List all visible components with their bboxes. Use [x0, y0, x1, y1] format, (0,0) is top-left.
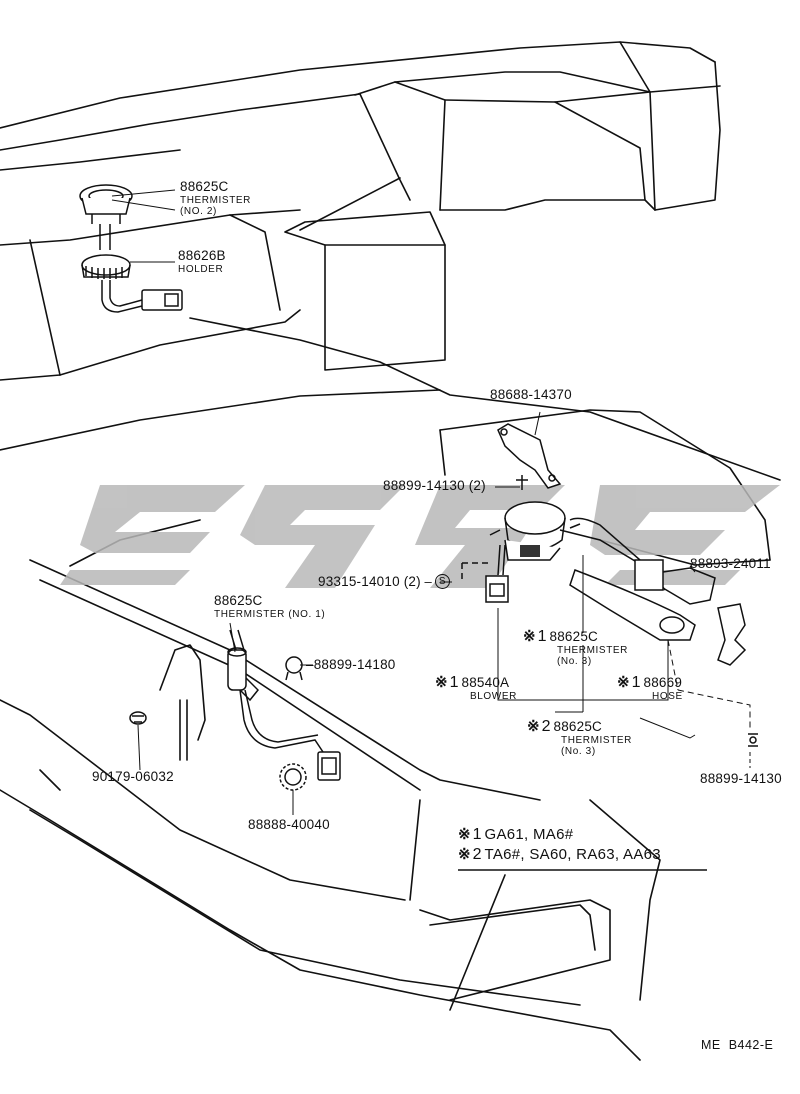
callout-ring: 88888-40040	[248, 817, 330, 832]
part-number: 88625C	[553, 719, 602, 734]
dashboard-outline	[0, 41, 781, 1061]
blower-assembly	[461, 423, 747, 666]
callout-bracket: 88688-14370	[490, 387, 572, 402]
marker-number: 2	[472, 846, 482, 863]
marker-number: 2	[541, 718, 551, 735]
marker-symbol: ※	[458, 826, 471, 843]
diagram-reference: ME B442-E	[701, 1038, 774, 1052]
callout-clamp: –88899-14180	[306, 658, 396, 672]
note-text: GA61, MA6#	[484, 826, 574, 843]
thermister-no2-assembly	[79, 184, 183, 313]
part-number: 88625C	[549, 629, 598, 644]
marker-number: 1	[537, 628, 547, 645]
marker-number: 1	[631, 674, 641, 691]
dash: –	[306, 657, 314, 672]
marker-symbol: ※	[435, 674, 448, 691]
callout-grommet: 90179-06032	[92, 769, 174, 784]
part-qualifier: (No. 3)	[557, 656, 592, 667]
leader-lines	[137, 411, 751, 815]
screw-symbol: –	[420, 574, 432, 589]
symbol-circle: S	[434, 574, 450, 590]
marker-symbol: ※	[617, 674, 630, 691]
part-description: HOLDER	[178, 263, 224, 275]
marker-symbol: ※	[523, 628, 536, 645]
part-qualifier: (No. 3)	[561, 746, 596, 757]
part-description: THERMISTER	[561, 735, 632, 746]
part-number: 88669	[643, 675, 683, 690]
callout-thermister-no2: 88625C THERMISTER (NO. 2)	[180, 180, 251, 217]
part-number: 88540A	[461, 675, 510, 690]
part-description: THERMISTER	[180, 194, 251, 206]
part-number: 88626B	[178, 248, 226, 263]
marker-number: 1	[449, 674, 459, 691]
part-description: BLOWER	[470, 691, 517, 702]
note-text: TA6#, SA60, RA63, AA63	[484, 846, 661, 863]
callout-screw: 93315-14010 (2) –S	[318, 574, 450, 590]
watermark-logo	[60, 485, 780, 588]
thermister-no1-assembly	[129, 629, 758, 791]
part-number: 88625C	[180, 179, 229, 194]
part-number: 88625C	[214, 593, 263, 608]
callout-holder: 88626B HOLDER	[178, 249, 226, 275]
marker-symbol: ※	[458, 846, 471, 863]
marker-symbol: ※	[527, 718, 540, 735]
callout-thermister-no1: 88625C THERMISTER (NO. 1)	[214, 594, 325, 620]
part-description: HOSE	[652, 691, 683, 702]
part-number: 93315-14010 (2)	[318, 574, 421, 589]
callout-bolt-top: 88899-14130 (2)	[383, 478, 486, 493]
part-qualifier: (NO. 2)	[180, 205, 217, 217]
part-description: THERMISTER	[557, 645, 628, 656]
callout-bracket-right: 88893-24011	[690, 556, 771, 571]
part-number: 88899-14180	[313, 657, 396, 672]
part-description: THERMISTER (NO. 1)	[214, 608, 326, 620]
callout-bolt-right: 88899-14130	[700, 771, 782, 786]
marker-number: 1	[472, 826, 482, 843]
